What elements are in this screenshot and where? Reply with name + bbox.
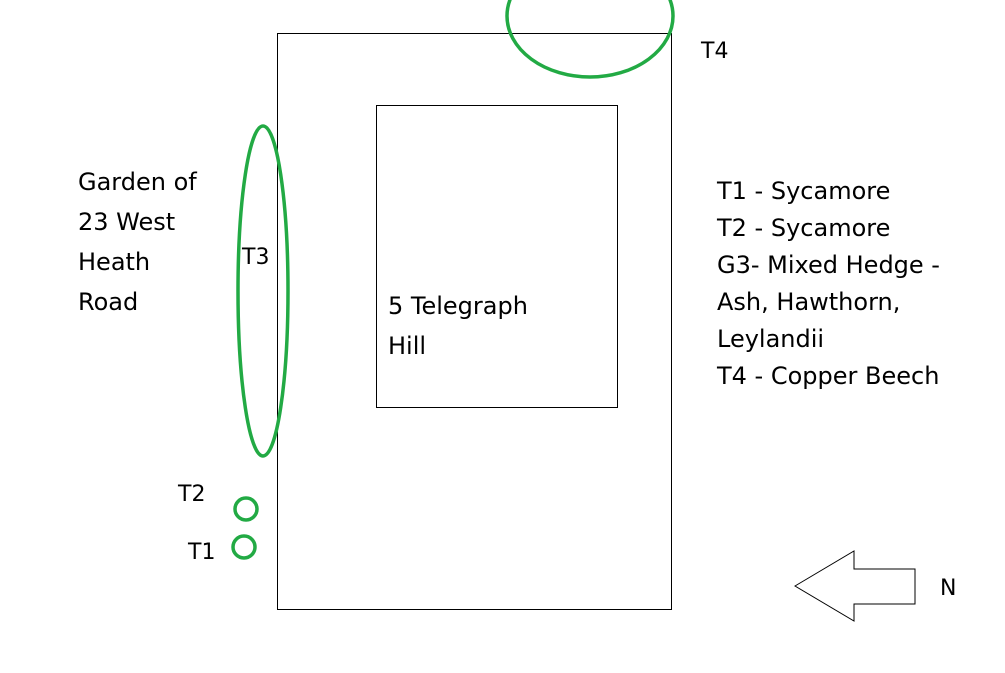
tree-t2-canopy bbox=[233, 496, 259, 522]
property-boundary bbox=[277, 33, 672, 610]
legend-item: Ash, Hawthorn, bbox=[717, 288, 901, 316]
legend-item: T2 - Sycamore bbox=[717, 214, 891, 242]
legend-item: T4 - Copper Beech bbox=[717, 362, 940, 390]
garden-label-line: Heath bbox=[78, 248, 151, 276]
tree-label-t4: T4 bbox=[701, 39, 729, 64]
garden-label: Garden of 23 West Heath Road bbox=[78, 162, 197, 322]
legend-item: G3- Mixed Hedge - bbox=[717, 251, 940, 279]
tree-t4-canopy bbox=[505, 0, 675, 79]
legend-item: Leylandii bbox=[717, 325, 825, 353]
house-label-line: 5 Telegraph bbox=[388, 292, 528, 320]
house-footprint bbox=[376, 105, 618, 408]
tree-label-t1: T1 bbox=[188, 540, 216, 565]
house-label-line: Hill bbox=[388, 332, 427, 360]
garden-label-line: 23 West bbox=[78, 208, 176, 236]
hedge-g3-canopy bbox=[236, 124, 290, 458]
garden-label-line: Road bbox=[78, 288, 139, 316]
tree-label-t3: T3 bbox=[242, 245, 270, 270]
legend-item: T1 - Sycamore bbox=[717, 177, 891, 205]
north-arrow bbox=[794, 550, 916, 622]
tree-legend: T1 - Sycamore T2 - Sycamore G3- Mixed He… bbox=[717, 173, 940, 395]
tree-t1-canopy bbox=[231, 534, 257, 560]
garden-label-line: Garden of bbox=[78, 168, 197, 196]
house-label: 5 Telegraph Hill bbox=[388, 286, 528, 366]
tree-label-t2: T2 bbox=[178, 482, 206, 507]
north-label: N bbox=[940, 576, 957, 601]
